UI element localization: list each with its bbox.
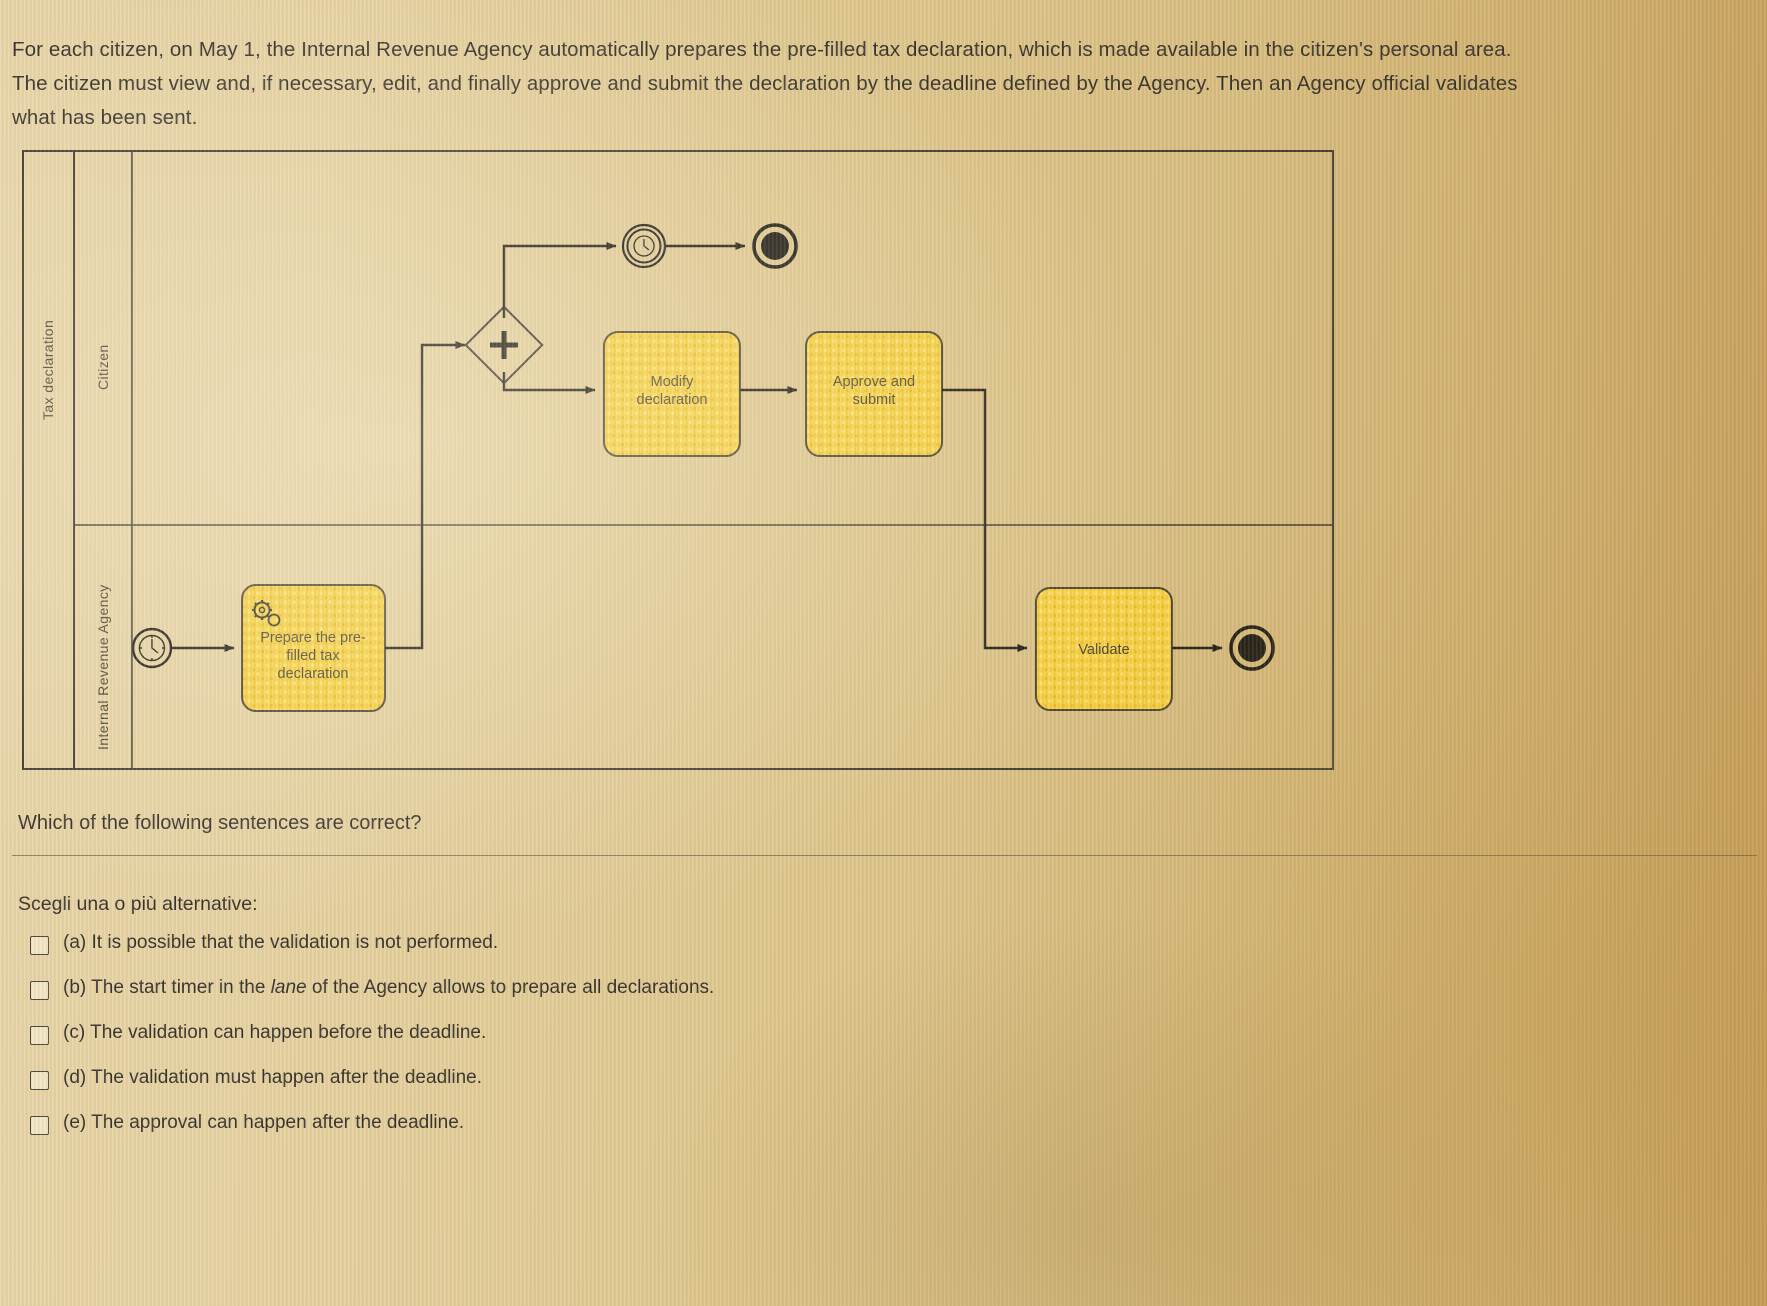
clock-icon — [633, 235, 655, 257]
start-timer-event — [131, 627, 173, 669]
option-a-key: (a) — [63, 932, 87, 953]
task-approve-line2: submit — [853, 392, 896, 408]
task-modify-line1: Modify — [651, 374, 694, 390]
option-e-text: The approval can happen after the deadli… — [91, 1112, 465, 1133]
end-event-citizen — [752, 223, 798, 269]
intermediate-timer-event — [621, 223, 667, 269]
task-prepare-line1: Prepare the pre- — [260, 630, 366, 646]
option-b[interactable]: (b) The start timer in the lane of the A… — [30, 977, 1130, 1022]
lane-label-agency: Internal Revenue Agency — [95, 584, 111, 750]
option-d[interactable]: (d) The validation must happen after the… — [30, 1067, 1130, 1112]
option-d-key: (d) — [63, 1067, 87, 1088]
option-a-text: It is possible that the validation is no… — [91, 932, 499, 953]
option-b-text-after: of the Agency allows to prepare all decl… — [306, 977, 715, 998]
question-prompt: Which of the following sentences are cor… — [18, 812, 422, 834]
task-prepare-declaration: Prepare the pre- filled tax declaration — [241, 584, 386, 712]
plus-icon — [490, 331, 518, 359]
flow-gateway-to-timer — [502, 242, 617, 318]
option-c-key: (c) — [63, 1022, 86, 1043]
bpmn-diagram: Tax declaration Citizen Internal Revenue… — [22, 150, 1334, 770]
option-b-text-before: The start timer in the — [91, 977, 271, 998]
pool-border — [22, 150, 1334, 770]
task-approve-line1: Approve and — [833, 374, 915, 390]
checkbox-d[interactable] — [30, 1071, 49, 1090]
flow-prepare-to-gateway — [385, 341, 466, 650]
task-validate-label: Validate — [1078, 642, 1129, 658]
task-prepare-line3: declaration — [278, 666, 349, 682]
checkbox-a[interactable] — [30, 936, 49, 955]
task-validate: Validate — [1035, 587, 1173, 711]
choose-instruction: Scegli una o più alternative: — [18, 893, 258, 915]
option-c-text: The validation can happen before the dea… — [90, 1022, 487, 1043]
checkbox-b[interactable] — [30, 981, 49, 1000]
checkbox-c[interactable] — [30, 1026, 49, 1045]
option-c[interactable]: (c) The validation can happen before the… — [30, 1022, 1130, 1067]
option-e[interactable]: (e) The approval can happen after the de… — [30, 1112, 1130, 1157]
answer-options-list: (a) It is possible that the validation i… — [30, 932, 1130, 1157]
flow-approve-to-validate — [942, 388, 1028, 652]
option-a[interactable]: (a) It is possible that the validation i… — [30, 932, 1130, 977]
task-modify-line2: declaration — [637, 392, 708, 408]
service-gear-icon — [252, 600, 281, 627]
parallel-gateway — [464, 305, 544, 385]
option-d-text: The validation must happen after the dea… — [91, 1067, 482, 1088]
clock-icon — [138, 634, 166, 662]
checkbox-e[interactable] — [30, 1116, 49, 1135]
option-e-key: (e) — [63, 1112, 87, 1133]
task-approve-and-submit: Approve and submit — [805, 331, 943, 457]
flow-gateway-to-modify — [502, 372, 596, 394]
task-modify-declaration: Modify declaration — [603, 331, 741, 457]
end-event-agency — [1229, 625, 1275, 671]
task-prepare-line2: filled tax — [286, 648, 340, 664]
pool-label: Tax declaration — [40, 320, 56, 420]
option-b-key: (b) — [63, 977, 87, 998]
question-intro-paragraph: For each citizen, on May 1, the Internal… — [12, 37, 1518, 129]
lane-label-citizen: Citizen — [95, 344, 111, 390]
option-b-emphasis: lane — [270, 977, 307, 998]
section-divider — [12, 855, 1757, 856]
